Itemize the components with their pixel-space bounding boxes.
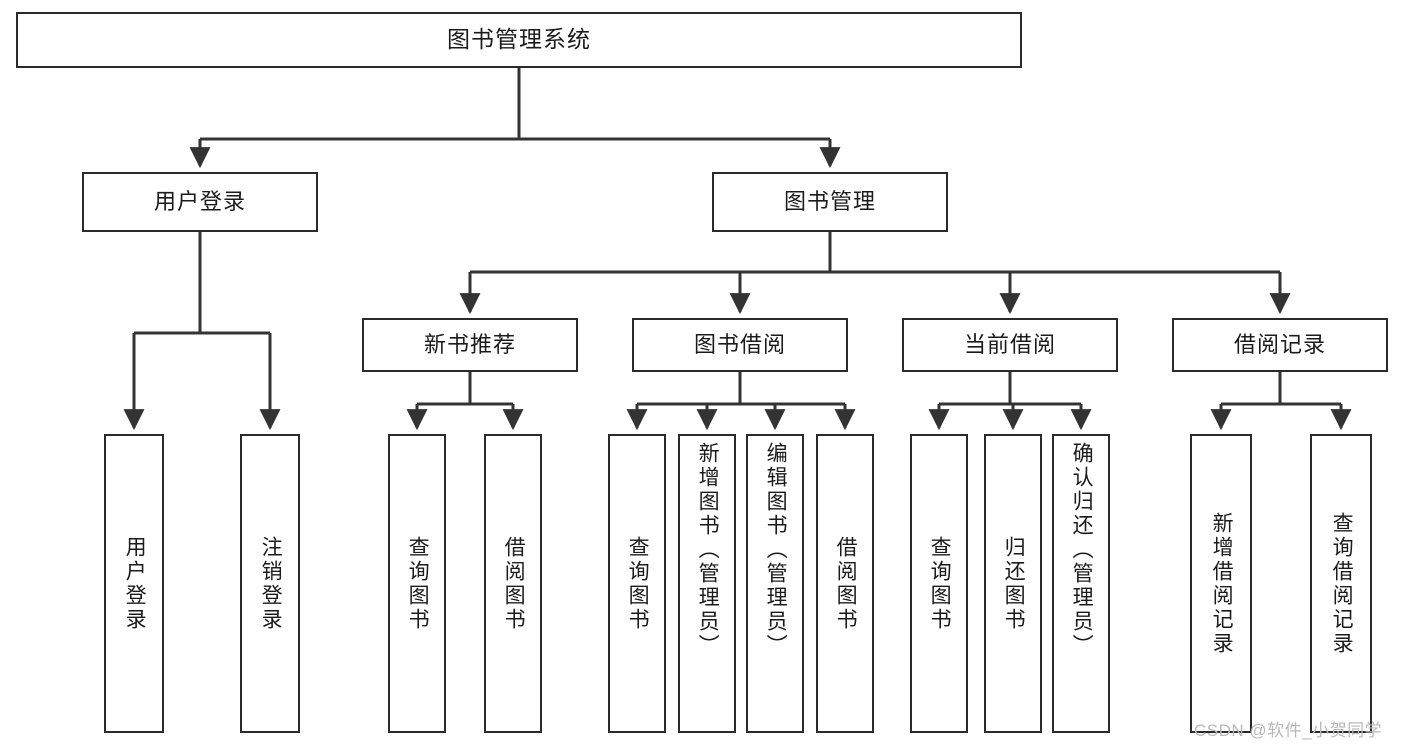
node-book-borrow[interactable]: 图书借阅 xyxy=(632,318,848,372)
node-current-borrow[interactable]: 当前借阅 xyxy=(902,318,1118,372)
node-leaf-return-book[interactable]: 归还图书 xyxy=(984,434,1042,733)
node-leaf-edit-book-admin[interactable]: 编辑图书（管理员） xyxy=(746,434,804,733)
node-root[interactable]: 图书管理系统 xyxy=(16,12,1022,68)
node-leaf-query-borrow-record[interactable]: 查询借阅记录 xyxy=(1310,434,1372,733)
node-leaf-user-login[interactable]: 用户登录 xyxy=(104,434,164,733)
node-leaf-borrow-book-recommend[interactable]: 借阅图书 xyxy=(484,434,542,733)
node-leaf-borrow-book[interactable]: 借阅图书 xyxy=(816,434,874,733)
node-borrow-record[interactable]: 借阅记录 xyxy=(1172,318,1388,372)
node-leaf-logout[interactable]: 注销登录 xyxy=(240,434,300,733)
node-user-login[interactable]: 用户登录 xyxy=(82,172,318,232)
node-leaf-query-book-borrow[interactable]: 查询图书 xyxy=(608,434,666,733)
node-leaf-confirm-return-admin[interactable]: 确认归还（管理员） xyxy=(1052,434,1110,733)
node-new-book-recommend[interactable]: 新书推荐 xyxy=(362,318,578,372)
node-leaf-add-book-admin[interactable]: 新增图书（管理员） xyxy=(678,434,736,733)
csdn-watermark: CSDN @软件_小贺同学 xyxy=(1194,721,1383,740)
node-leaf-query-book-current[interactable]: 查询图书 xyxy=(910,434,968,733)
node-book-manage[interactable]: 图书管理 xyxy=(712,172,948,232)
node-leaf-query-book-recommend[interactable]: 查询图书 xyxy=(388,434,446,733)
node-leaf-add-borrow-record[interactable]: 新增借阅记录 xyxy=(1190,434,1252,733)
